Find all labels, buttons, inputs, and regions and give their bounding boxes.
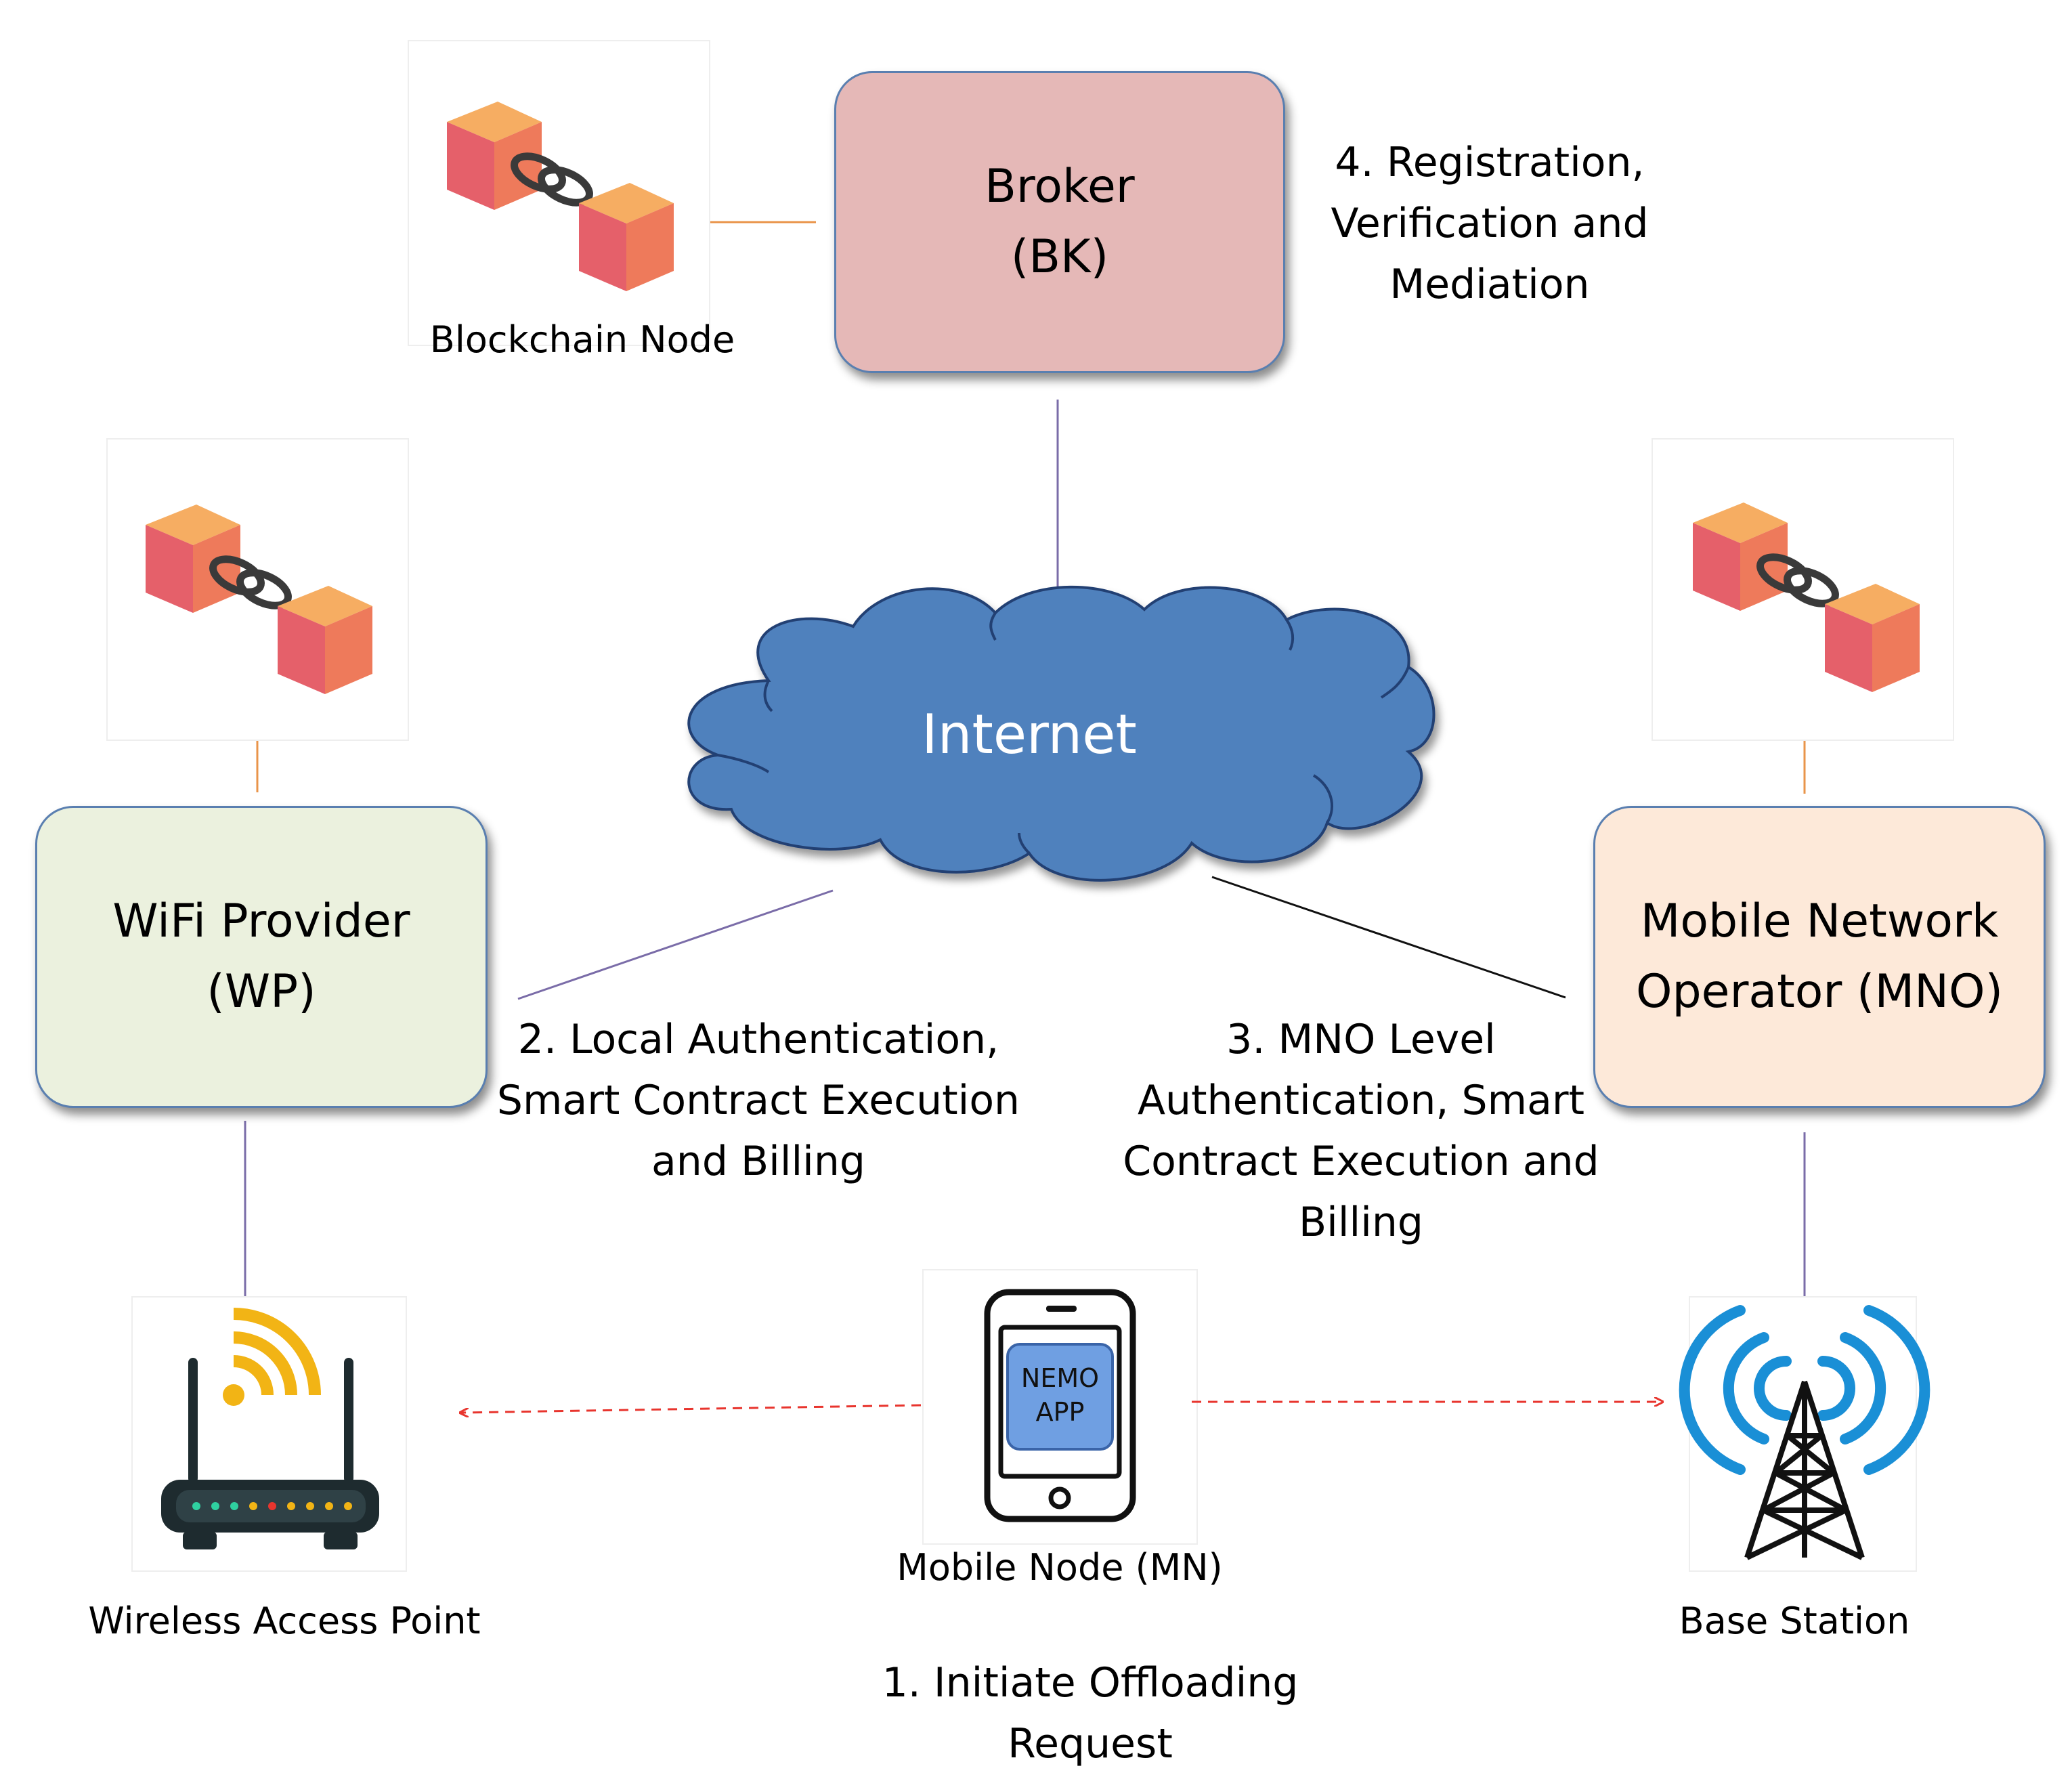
step4-label: 4. Registration, Verification and Mediat…	[1331, 139, 1649, 308]
internet-cloud	[687, 585, 1436, 882]
blockchain-node-mno	[1652, 438, 1954, 741]
arrow-to-access-point	[460, 1404, 922, 1413]
blockchain-node-label: Blockchain Node	[429, 318, 735, 361]
link-internet-wp	[517, 889, 834, 1000]
broker-title: Broker (BK)	[985, 160, 1135, 284]
base-station-icon	[1679, 1296, 1930, 1572]
base-station-label: Base Station	[1679, 1600, 1910, 1642]
internet-label: Internet	[922, 703, 1137, 766]
wireless-router-icon	[131, 1296, 407, 1572]
blockchain-node-broker	[408, 40, 710, 346]
link-internet-mno	[1211, 876, 1566, 999]
mobile-node-label: Mobile Node (MN)	[897, 1546, 1223, 1589]
step2-label: 2. Local Authentication, Smart Contract …	[496, 1016, 1020, 1185]
step1-label: 1. Initiate Offloading Request	[882, 1659, 1299, 1768]
step3-label: 3. MNO Level Authentication, Smart Contr…	[1123, 1016, 1599, 1246]
blockchain-node-wp	[106, 438, 409, 741]
wifi-provider-title: WiFi Provider (WP)	[112, 895, 410, 1019]
mobile-phone-icon	[922, 1269, 1198, 1545]
mno-title: Mobile Network Operator (MNO)	[1635, 895, 2004, 1019]
broker-box: Broker (BK)	[834, 71, 1285, 373]
wifi-provider-box: WiFi Provider (WP)	[35, 806, 488, 1108]
nemo-app-label: NEMO APP	[1020, 1363, 1100, 1427]
access-point-label: Wireless Access Point	[88, 1600, 481, 1642]
mno-box: Mobile Network Operator (MNO)	[1593, 806, 2046, 1108]
